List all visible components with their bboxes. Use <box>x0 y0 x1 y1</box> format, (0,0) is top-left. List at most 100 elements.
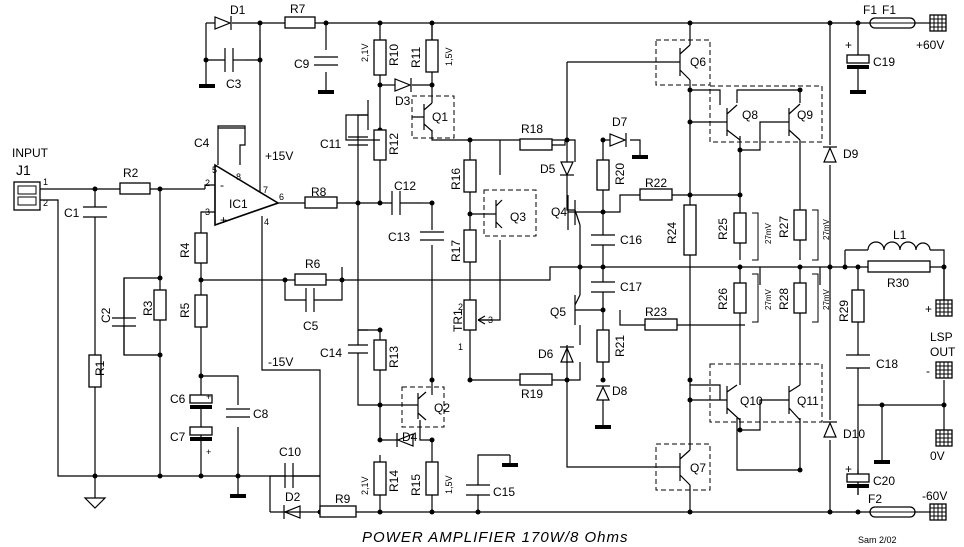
inductor-l1 <box>867 241 931 251</box>
c19-plus: + <box>845 38 852 52</box>
q6-label: Q6 <box>690 55 706 69</box>
d5-label: D5 <box>540 162 556 176</box>
r15-label: R15 <box>409 474 423 496</box>
q11-label: Q11 <box>797 394 819 408</box>
plus15-label: +15V <box>265 149 293 163</box>
r9-label: R9 <box>335 492 351 506</box>
c7-plus: + <box>206 447 211 457</box>
c6-plus: + <box>206 392 211 402</box>
r18-label: R18 <box>521 122 543 136</box>
c8-label: C8 <box>253 407 269 421</box>
c5-label: C5 <box>303 319 319 333</box>
r26-label: R26 <box>716 288 730 310</box>
drop-arrows <box>752 209 819 323</box>
r21-label: R21 <box>613 335 627 357</box>
q8-label: Q8 <box>742 108 758 122</box>
c13-label: C13 <box>388 230 410 244</box>
ic-pin5: 5 <box>212 165 217 175</box>
d6-label: D6 <box>538 347 554 361</box>
d4-label: D4 <box>402 430 418 444</box>
plus60-label: +60V <box>916 38 944 52</box>
c18-label: C18 <box>876 357 898 371</box>
c20-plus: + <box>845 462 852 476</box>
tr1-pin3: 3 <box>488 315 493 325</box>
tr1-pin2: 2 <box>458 302 463 312</box>
c16-label: C16 <box>620 233 642 247</box>
out-plus: + <box>925 302 932 316</box>
out-label: OUT <box>930 345 956 359</box>
q4-label: Q4 <box>551 205 567 219</box>
r23-label: R23 <box>645 305 667 319</box>
r4-label: R4 <box>178 242 192 258</box>
c17-label: C17 <box>620 280 642 294</box>
minus60-label: -60V <box>922 489 947 503</box>
c14-label: C14 <box>320 346 342 360</box>
q9-label: Q9 <box>797 108 813 122</box>
ic-pin8: 8 <box>236 172 241 182</box>
d8-label: D8 <box>612 384 628 398</box>
c9-label: C9 <box>294 57 310 71</box>
diagram-title: POWER AMPLIFIER 170W/8 Ohms <box>362 529 629 546</box>
c15-label: C15 <box>493 485 515 499</box>
l1-label: L1 <box>893 228 907 242</box>
r14-voltage: 2,1V <box>360 476 370 495</box>
trimmer-tr1 <box>463 299 492 331</box>
r25-label: R25 <box>716 218 730 240</box>
r17-label: R17 <box>449 240 463 262</box>
r3-label: R3 <box>141 300 155 316</box>
c19-label: C19 <box>873 55 895 69</box>
q2-label: Q2 <box>434 401 450 415</box>
ic-pin3: 3 <box>205 207 210 217</box>
c12-label: C12 <box>394 179 416 193</box>
r27-drop: 27mV <box>822 218 831 240</box>
r30-label: R30 <box>887 276 909 290</box>
r24-label: R24 <box>665 222 679 244</box>
zero-v-label: 0V <box>930 449 945 463</box>
r12-label: R12 <box>387 133 401 155</box>
f2-label: F2 <box>868 492 882 506</box>
c20-label: C20 <box>873 474 895 488</box>
signature: Sam 2/02 <box>858 535 897 545</box>
q3-label: Q3 <box>510 210 526 224</box>
r16-label: R16 <box>449 168 463 190</box>
c10-label: C10 <box>279 445 301 459</box>
out-minus: - <box>926 364 930 378</box>
r15-voltage: 1,5V <box>444 475 454 494</box>
q5-label: Q5 <box>550 305 566 319</box>
c2-label: C2 <box>99 307 113 323</box>
d10-label: D10 <box>843 427 865 441</box>
ic-pin4: 4 <box>264 217 269 227</box>
ground-symbols <box>83 84 890 509</box>
r27-label: R27 <box>777 216 791 238</box>
diodes <box>214 16 837 519</box>
c7-label: C7 <box>170 430 186 444</box>
f1-label: F1 <box>863 3 877 17</box>
tr1-pin1: 1 <box>458 342 463 352</box>
d3-label: D3 <box>395 94 411 108</box>
terminals <box>929 14 953 521</box>
j1-pin2: 2 <box>43 198 48 208</box>
tr1-label: TR1 <box>451 309 465 332</box>
ic-pin7: 7 <box>263 185 268 195</box>
r2-label: R2 <box>123 166 139 180</box>
q7-label: Q7 <box>690 461 706 475</box>
fuses <box>869 17 916 518</box>
r11-voltage: 1,5V <box>444 47 454 66</box>
d9-label: D9 <box>843 147 859 161</box>
r8-label: R8 <box>311 185 327 199</box>
j1-pin1: 1 <box>43 177 48 187</box>
ic-plus: + <box>220 213 227 227</box>
r5-label: R5 <box>178 302 192 318</box>
r6-label: R6 <box>305 257 321 271</box>
c4-label: C4 <box>194 136 210 150</box>
minus15-label: -15V <box>268 355 293 369</box>
input-connector-j1 <box>13 181 41 211</box>
r28-label: R28 <box>777 288 791 310</box>
ic1-label: IC1 <box>229 197 248 211</box>
r28-drop: 27mV <box>822 288 831 310</box>
r26-drop: 27mV <box>764 288 773 310</box>
r11-label: R11 <box>409 47 423 68</box>
labels: INPUT J1 1 2 R2 C1 R1 C2 R3 R4 R5 C6 C7 … <box>12 2 956 546</box>
r25-drop: 27mV <box>764 222 773 244</box>
